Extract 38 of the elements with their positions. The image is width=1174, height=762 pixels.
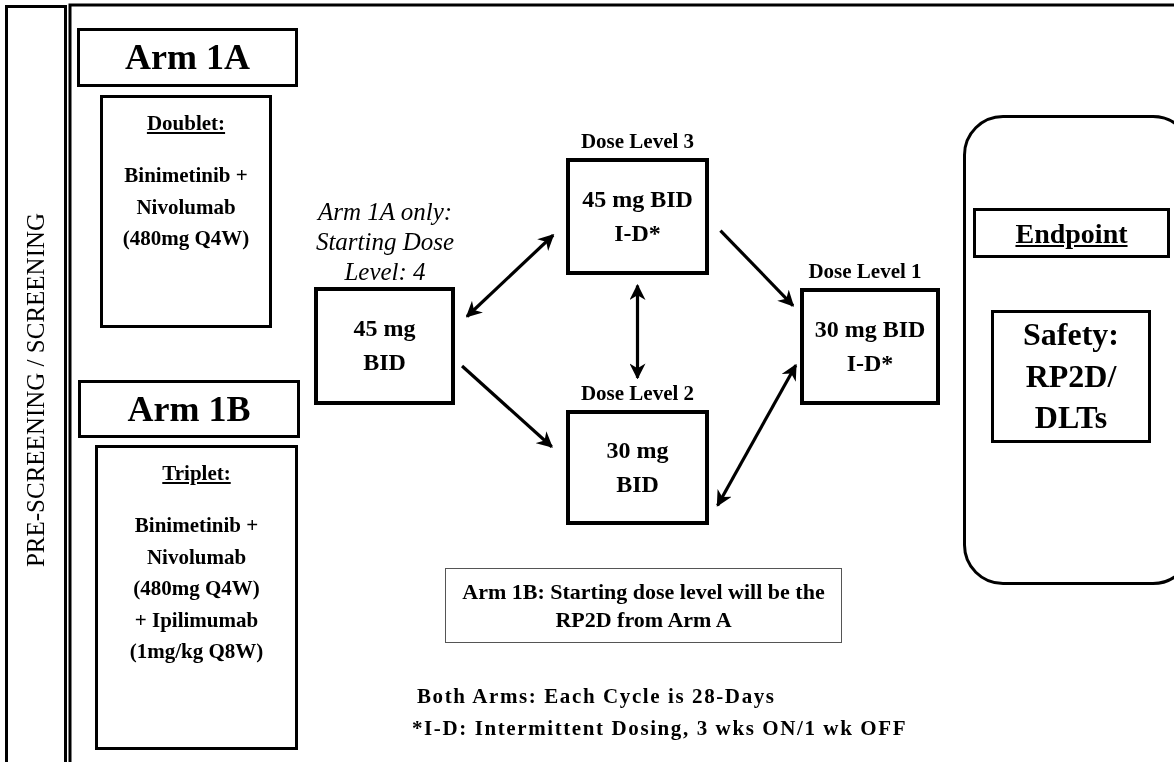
box-text: Endpoint	[1015, 216, 1128, 251]
box-text: 30 mg BID I-D*	[813, 314, 927, 378]
regimen-box	[100, 95, 272, 328]
arm-title-box	[77, 28, 298, 87]
box-text: 30 mg BID	[605, 435, 670, 499]
footnote: *I-D: Intermittent Dosing, 3 wks ON/1 wk OFF	[412, 716, 908, 741]
endpoint-panel	[963, 115, 1174, 585]
endpoint-box	[973, 208, 1170, 258]
footnote: Both Arms: Each Cycle is 28-Days	[417, 684, 776, 709]
level-label: Dose Level 2	[579, 381, 696, 407]
arrow	[716, 363, 798, 507]
dose-box	[800, 288, 940, 405]
box-text: PRE-SCREENING / SCREENING	[21, 212, 51, 568]
dose-box	[566, 410, 709, 525]
regimen-box	[95, 445, 298, 750]
phase-band	[5, 5, 67, 762]
regimen-heading: Triplet:	[162, 460, 231, 487]
note-box	[445, 568, 842, 643]
level-label: Dose Level 3	[579, 129, 696, 155]
arrow	[629, 283, 646, 380]
arm-title-box	[78, 380, 300, 438]
box-text: Binimetinib + Nivolumab (480mg Q4W)	[121, 162, 251, 253]
arrow	[460, 364, 553, 448]
level-label: Dose Level 1	[807, 259, 923, 285]
box-text: 45 mg BID	[352, 314, 417, 377]
box-text: Safety: RP2D/ DLTs	[1022, 315, 1120, 438]
box-text: Arm 1B	[127, 387, 251, 431]
box-text: 45 mg BID I-D*	[581, 184, 694, 248]
box-text: Arm 1A	[125, 36, 250, 79]
outcome-box	[991, 310, 1151, 443]
dose-box	[314, 287, 455, 405]
arrow	[465, 234, 555, 318]
arrow	[719, 229, 795, 307]
note-text: Arm 1A only: Starting Dose Level: 4	[314, 197, 456, 287]
dose-box	[566, 158, 709, 275]
box-text: Binimetinib + Nivolumab (480mg Q4W) + Ipilimumab (1mg/kg Q8W)	[128, 512, 265, 666]
regimen-heading: Doublet:	[146, 110, 226, 137]
box-text: Arm 1B: Starting dose level will be the RP2D from Arm A	[461, 578, 826, 633]
